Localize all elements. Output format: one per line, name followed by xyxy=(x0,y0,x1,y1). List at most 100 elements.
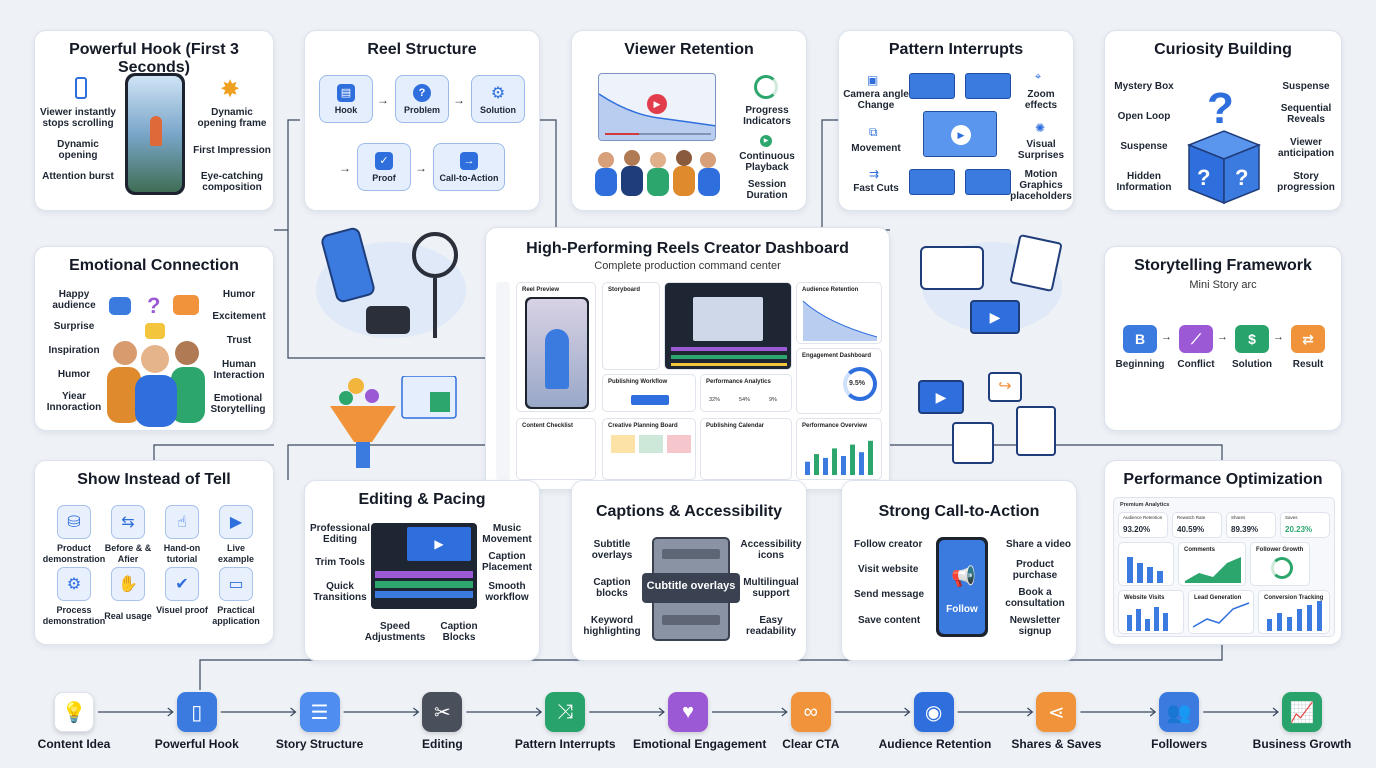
gear-icon: ⚙ xyxy=(490,84,506,102)
phone-camera-illustration xyxy=(316,222,476,342)
film-icon: ▤ xyxy=(337,83,355,102)
kpi-value: 40.59% xyxy=(1177,525,1205,534)
heart-icon: ♥ xyxy=(668,692,708,732)
live-video-icon: ▶ xyxy=(219,505,253,539)
document-icon: ☰ xyxy=(299,692,340,732)
arrow-icon: → xyxy=(1161,331,1172,343)
analytics-value-1: 32% xyxy=(709,397,721,403)
interrupts-left-2: Movement xyxy=(851,143,901,154)
question-icon: ? xyxy=(413,83,431,102)
pipeline-step: ⋖Shares & Saves xyxy=(1001,692,1111,751)
show-item-4: Live example xyxy=(217,543,255,564)
calendar-checklist-illustration: ▶ ↪ xyxy=(918,370,1068,470)
interrupts-right-1: Zoom effects xyxy=(1024,89,1058,111)
lead-generation-panel: Lead Generation xyxy=(1188,590,1254,634)
emotional-right-3: Trust xyxy=(226,335,252,346)
burst-icon: ✸ xyxy=(220,76,241,103)
presenter-figure xyxy=(545,329,569,389)
subtitle-overlay-box: Cubtitle overlays xyxy=(642,573,740,603)
show-item-1: Product demonstration xyxy=(42,543,106,564)
captions-card: Captions & Accessibility Subtitle overla… xyxy=(571,480,807,661)
website-visits-panel: Website Visits xyxy=(1118,590,1184,634)
preview-phone xyxy=(525,297,589,409)
interrupts-left-1: Camera angle Change xyxy=(843,89,909,111)
structure-card: Reel Structure ▤Hook → ?Problem → ⚙Solut… xyxy=(304,30,540,211)
kpi-value: 93.20% xyxy=(1123,525,1151,534)
panel-overview: Performance Overview xyxy=(796,418,882,480)
panel-reel-preview: Reel Preview xyxy=(516,282,596,412)
interrupts-title: Pattern Interrupts xyxy=(888,41,1024,58)
interrupt-tile-image xyxy=(965,169,1011,195)
storytelling-subtitle: Mini Story arc xyxy=(1189,279,1257,291)
overview-bar xyxy=(823,457,828,475)
hook-phone xyxy=(125,73,185,195)
pipeline-step: ⤨Pattern Interrupts xyxy=(510,692,620,751)
captions-left-3: Keyword highlighting xyxy=(583,615,641,637)
curiosity-left-4: Hidden Information xyxy=(1116,171,1172,193)
story-step-result: ⇄ xyxy=(1291,325,1325,353)
mystery-box-icon: ? ? ? xyxy=(1185,75,1263,205)
cta-left-4: Save content xyxy=(858,615,921,626)
story-step-beginning: B xyxy=(1123,325,1157,353)
workflow-button[interactable] xyxy=(631,395,669,405)
conversion-panel: Conversion Tracking xyxy=(1258,590,1330,634)
video-call-icon xyxy=(920,246,984,290)
kpi-value: 89.39% xyxy=(1231,525,1259,534)
analytics-value-3: 9% xyxy=(769,397,777,403)
kpi-label: Saves xyxy=(1285,515,1298,520)
emotional-right-5: Emotional Storytelling xyxy=(210,393,266,415)
scissors-icon: ✂ xyxy=(422,692,463,732)
real-usage-icon: ✋ xyxy=(111,567,145,601)
creators-illustration: ▶ xyxy=(912,230,1072,350)
overview-bar xyxy=(814,454,819,475)
emotional-left-5: Yiear Innoraction xyxy=(46,391,102,413)
shuffle-icon: ⤨ xyxy=(545,692,586,732)
show-item-2: Before & & Afier xyxy=(104,543,152,564)
emotional-title: Emotional Connection xyxy=(69,257,239,274)
share-arrow-icon: ↪ xyxy=(988,372,1022,402)
hook-right-2: First Impression xyxy=(193,145,271,156)
pipeline-label: Followers xyxy=(1151,737,1208,751)
engagement-ring xyxy=(843,367,877,401)
overview-bar xyxy=(868,440,873,475)
captions-right-1: Accessibility icons xyxy=(740,539,802,561)
camera-icon: ▣ xyxy=(867,73,879,87)
dashboard-title: High-Performing Reels Creator Dashboard xyxy=(526,240,849,257)
play-screen-icon: ▶ xyxy=(970,300,1020,334)
follow-button[interactable]: Follow xyxy=(946,604,978,615)
editing-bottom-2: Caption Blocks xyxy=(440,621,478,643)
show-item-5: Process demonstration xyxy=(42,605,106,626)
editing-left-2: Trim Tools xyxy=(315,557,365,568)
cta-left-2: Visit website xyxy=(858,564,919,575)
cta-right-2: Product purchase xyxy=(1012,559,1058,581)
structure-step-hook: ▤Hook xyxy=(319,75,373,123)
emotional-left-3: Inspiration xyxy=(48,345,100,356)
interrupts-right-2: Visual Surprises xyxy=(1017,139,1065,161)
sparkle-icon: ✺ xyxy=(1035,121,1046,135)
cta-title: Strong Call-to-Action xyxy=(878,503,1040,520)
interrupt-tile-video xyxy=(909,169,955,195)
checklist-icon xyxy=(1016,406,1056,456)
pipeline-step: ☰ Story Structure xyxy=(265,692,375,751)
pipeline-label: Story Structure xyxy=(275,737,364,751)
phone-icon: ▯ xyxy=(176,692,217,732)
interrupts-left-3: Fast Cuts xyxy=(853,183,899,194)
structure-step-problem: ?Problem xyxy=(395,75,449,123)
overview-bar xyxy=(850,444,855,475)
panel-calendar: Publishing Calendar xyxy=(700,418,792,480)
svg-text:?: ? xyxy=(1235,165,1248,190)
story-step-label: Result xyxy=(1292,359,1324,370)
retention-label-2: Continuous Playback xyxy=(739,151,795,173)
overview-bar xyxy=(859,452,864,475)
share-icon: ⋖ xyxy=(1036,692,1077,732)
users-icon: 👥 xyxy=(1159,692,1200,732)
emotional-card: Emotional Connection Happy audience Surp… xyxy=(34,246,274,431)
curiosity-title: Curiosity Building xyxy=(1154,41,1292,58)
movement-icon: ⧉ xyxy=(869,125,878,139)
curiosity-right-1: Suspense xyxy=(1282,81,1330,92)
video-editor-window: ▶ xyxy=(371,523,477,609)
pipeline-step: 💡Content Idea xyxy=(19,692,129,751)
editing-right-3: Smooth workflow xyxy=(485,581,529,603)
